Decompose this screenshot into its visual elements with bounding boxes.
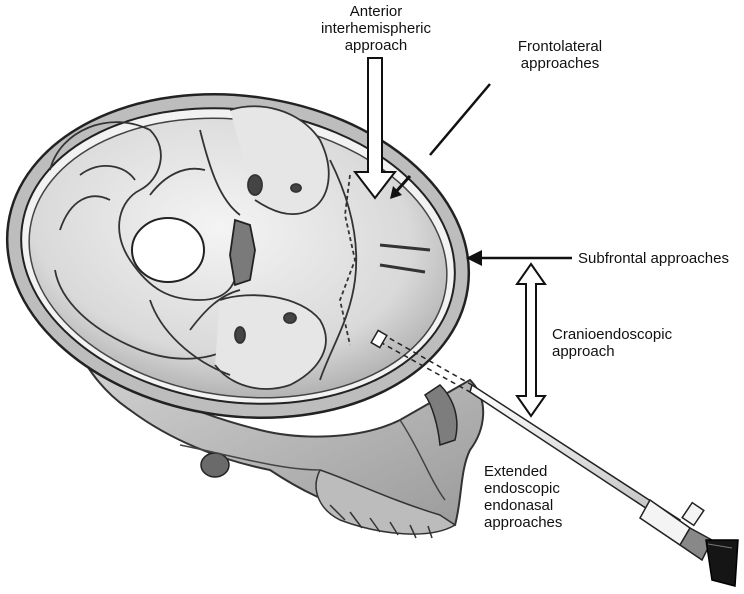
endonasal-label-line-1: Extended xyxy=(484,463,548,480)
endonasal-label-line-3: endonasal xyxy=(484,497,554,514)
frontolateral-label-line-2: approaches xyxy=(520,55,600,72)
endonasal-label-line-4: approaches xyxy=(484,514,563,531)
endonasal-label-line-2: endoscopic xyxy=(484,480,560,497)
small-arrow xyxy=(390,175,412,199)
anterior-interhemispheric-label: Anterior interhemispheric approach xyxy=(296,3,456,54)
anterior-label-line-1: Anterior xyxy=(349,3,403,20)
cranioendoscopic-arrow xyxy=(515,262,547,418)
frontolateral-label: Frontolateral approaches xyxy=(480,38,640,72)
subfrontal-label-line-1: Subfrontal approaches xyxy=(578,250,729,267)
frontolateral-label-line-1: Frontolateral xyxy=(517,38,603,55)
subfrontal-label: Subfrontal approaches xyxy=(578,250,729,267)
subfrontal-arrow xyxy=(466,250,572,266)
endonasal-label: Extended endoscopic endonasal approaches xyxy=(484,463,562,531)
cranioendoscopic-label: Cranioendoscopic approach xyxy=(552,326,672,360)
facial-skeleton xyxy=(69,329,485,539)
anterior-approach-arrow xyxy=(352,57,398,200)
anterior-label-line-3: approach xyxy=(344,37,408,54)
cranioendoscopic-label-line-2: approach xyxy=(552,343,615,360)
frontolateral-leader xyxy=(429,83,491,156)
cranial-base xyxy=(49,105,431,390)
anterior-label-line-2: interhemispheric xyxy=(320,20,432,37)
endoscope xyxy=(370,329,739,587)
cranioendoscopic-label-line-1: Cranioendoscopic xyxy=(552,326,673,343)
